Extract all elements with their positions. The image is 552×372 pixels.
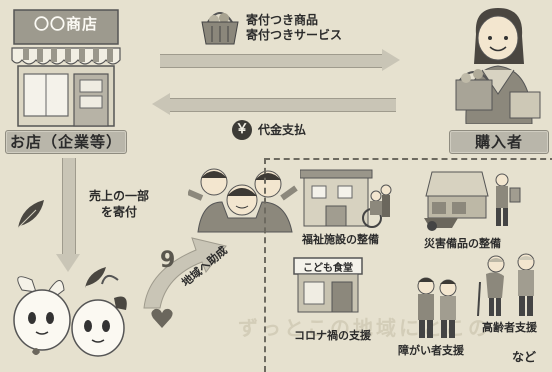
support-welfare-label: 福祉施設の整備 [302,233,379,246]
feather-icon [14,196,48,230]
heart-icon [150,306,174,330]
yen-icon: ￥ [232,120,252,140]
welfare-facility-illustration [300,168,392,230]
feather-icon [82,264,108,290]
donation-arrow [62,158,76,254]
mascot-characters [6,270,134,364]
children-group-illustration [188,162,300,234]
support-area [264,158,552,372]
shopping-basket-icon [198,4,242,48]
shop-label: お店（企業等） [5,130,127,154]
elderly-support-illustration [474,252,548,318]
shop-sign-text: 〇〇商店 [33,15,98,33]
shop-illustration [10,8,122,128]
disability-support-illustration [408,274,466,340]
product-arrow [160,54,382,68]
support-corona-label: コロナ禍の支援 [294,329,371,342]
product-flow-label-2: 寄付つきサービス [246,28,343,42]
support-elderly-label: 高齢者支援 [482,321,537,334]
product-arrow-head [382,49,400,71]
kodomo-shokudo-illustration [290,256,366,314]
kodomo-sign-text: こども食堂 [303,263,353,274]
payment-arrow [170,98,396,112]
payment-label: 代金支払 [258,123,307,137]
support-disaster-label: 災害備品の整備 [424,237,501,250]
donation-label-2: を寄付 [100,205,137,219]
aid-arrow [138,210,230,310]
disaster-supplies-illustration [418,166,524,232]
payment-arrow-head [152,93,170,115]
product-flow-label-1: 寄付つき商品 [246,13,319,27]
buyer-label: 購入者 [449,130,549,154]
buyer-illustration [446,4,550,124]
aid-number: 9 [160,248,176,273]
donation-arrow-head [56,254,80,272]
donation-label-1: 売上の一部 [88,189,149,203]
support-disability-label: 障がい者支援 [398,344,464,357]
support-etc-label: など [512,350,537,364]
